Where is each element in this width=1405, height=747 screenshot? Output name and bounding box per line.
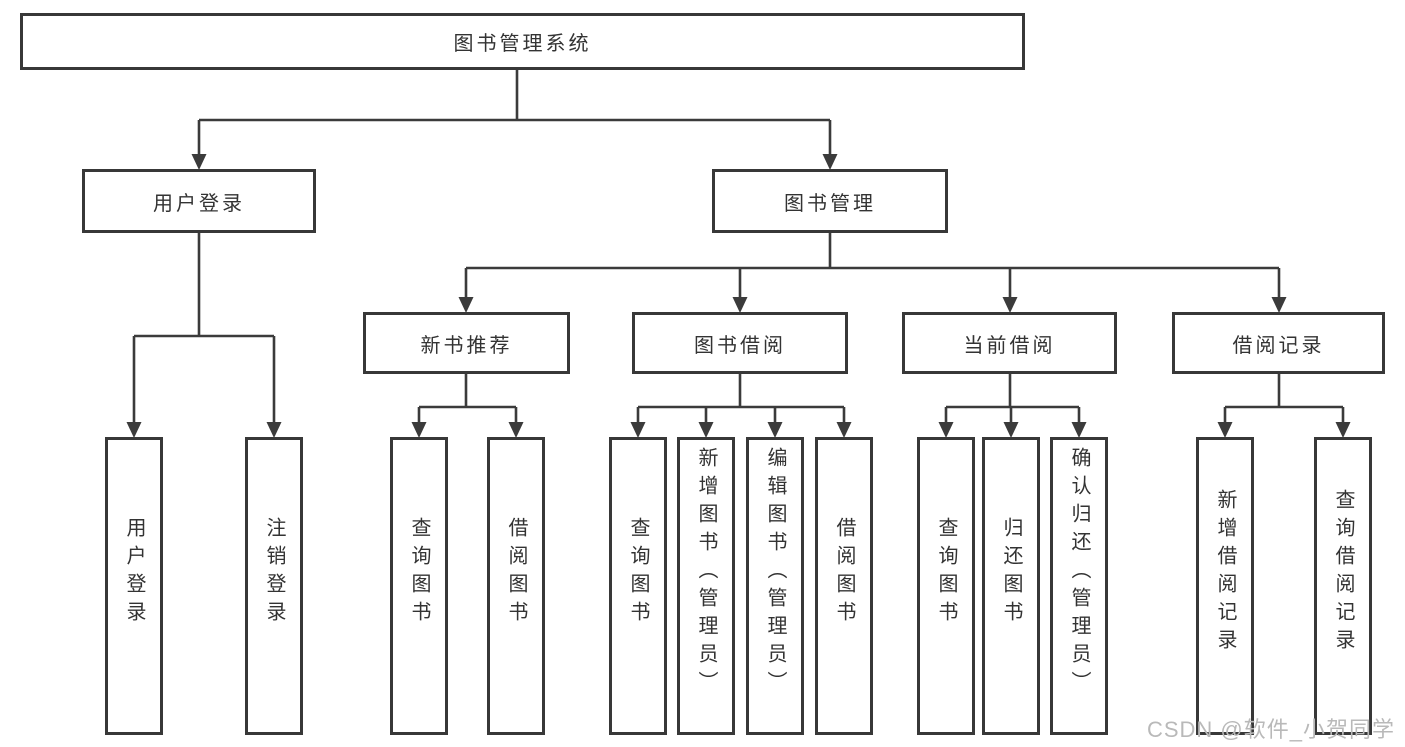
connector-root-to-level2 [197, 70, 832, 155]
node-library-system: 图书管理系统 [20, 13, 1025, 70]
node-leaf-borrow-books: 借阅图书 [487, 437, 545, 735]
connector-mgmt-to-level3 [464, 233, 1281, 298]
node-leaf-query-borrow-record: 查询借阅记录 [1314, 437, 1372, 735]
connector-borrow-to-leaves [636, 374, 846, 423]
arrow-icon [411, 422, 427, 438]
node-leaf-query-books: 查询图书 [917, 437, 975, 735]
arrow-icon [1071, 422, 1087, 438]
node-leaf-edit-books-admin: 编辑图书（管理员） [746, 437, 804, 735]
node-leaf-borrow-books: 借阅图书 [815, 437, 873, 735]
arrow-icon [767, 422, 783, 438]
node-leaf-query-books: 查询图书 [609, 437, 667, 735]
node-leaf-confirm-return-admin: 确认归还（管理员） [1050, 437, 1108, 735]
arrow-icon [1003, 422, 1019, 438]
arrow-icon [1217, 422, 1233, 438]
arrow-icon [938, 422, 954, 438]
arrow-icon [836, 422, 852, 438]
node-leaf-return-books: 归还图书 [982, 437, 1040, 735]
node-leaf-add-borrow-record: 新增借阅记录 [1196, 437, 1254, 735]
connector-login-to-leaves [132, 233, 276, 423]
node-leaf-user-login: 用户登录 [105, 437, 163, 735]
node-leaf-add-books-admin: 新增图书（管理员） [677, 437, 735, 735]
node-book-management: 图书管理 [712, 169, 948, 233]
arrow-icon [630, 422, 646, 438]
connector-current-to-leaves [944, 374, 1081, 423]
arrow-icon [698, 422, 714, 438]
node-leaf-logout: 注销登录 [245, 437, 303, 735]
node-user-login: 用户登录 [82, 169, 316, 233]
node-leaf-query-books: 查询图书 [390, 437, 448, 735]
node-current-borrow: 当前借阅 [902, 312, 1117, 374]
arrow-icon [732, 297, 748, 313]
arrow-icon [126, 422, 142, 438]
arrowheads [126, 154, 1351, 438]
arrow-icon [266, 422, 282, 438]
node-new-book-recommend: 新书推荐 [363, 312, 570, 374]
arrow-icon [191, 154, 207, 170]
connector-recommend-to-leaves [417, 374, 518, 423]
node-book-borrow: 图书借阅 [632, 312, 848, 374]
arrow-icon [1002, 297, 1018, 313]
arrow-icon [1271, 297, 1287, 313]
node-borrow-records: 借阅记录 [1172, 312, 1385, 374]
csdn-watermark: CSDN @软件_小贺同学 [1146, 717, 1395, 742]
connector-records-to-leaves [1223, 374, 1345, 423]
arrow-icon [822, 154, 838, 170]
arrow-icon [508, 422, 524, 438]
arrow-icon [1335, 422, 1351, 438]
arrow-icon [458, 297, 474, 313]
